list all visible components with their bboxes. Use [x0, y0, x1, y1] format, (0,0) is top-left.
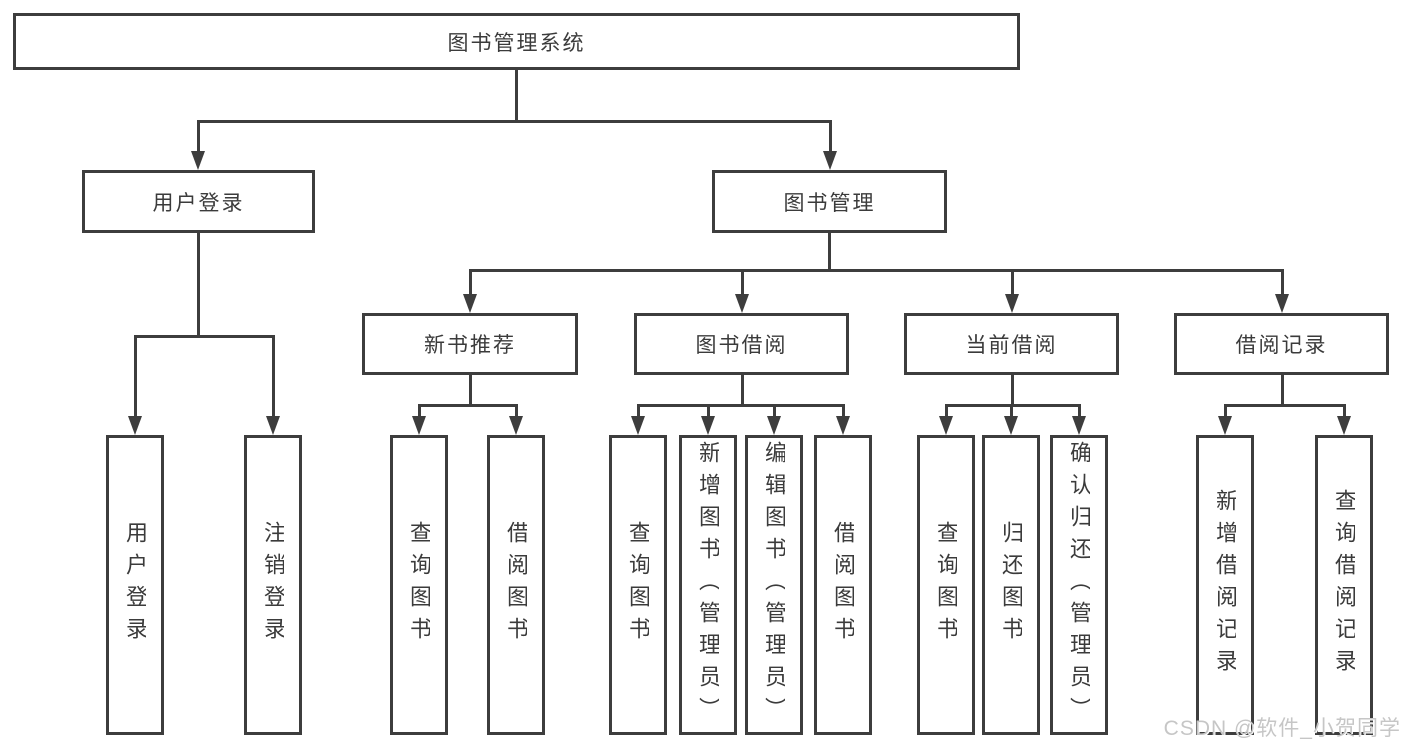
node-user-login-group: 用户登录	[82, 170, 315, 233]
node-label-leaf-return-books: 归还图书	[1000, 521, 1022, 649]
node-label-leaf-add-borrow-record: 新增借阅记录	[1214, 489, 1236, 681]
arrow-down-icon	[823, 151, 837, 170]
arrow-down-icon	[1005, 294, 1019, 313]
connector-rail	[637, 404, 845, 407]
connector-stem	[773, 407, 776, 418]
arrow-down-icon	[509, 416, 523, 435]
csdn-watermark: CSDN @软件_小贺同学	[1163, 717, 1401, 740]
arrow-down-icon	[735, 294, 749, 313]
connector-stem	[418, 407, 421, 418]
connector-stem	[707, 407, 710, 418]
node-leaf-confirm-return-admin: 确认归还（管理员）	[1050, 435, 1108, 735]
connector-stem	[1078, 407, 1081, 418]
connector-rail	[945, 404, 1081, 407]
node-label-book-borrowing: 图书借阅	[695, 334, 788, 357]
connector-rail	[134, 335, 275, 338]
node-label-user-login-group: 用户登录	[152, 191, 245, 215]
arrow-down-icon	[412, 416, 426, 435]
node-leaf-edit-books-admin: 编辑图书（管理员）	[745, 435, 803, 735]
connector-stem	[515, 407, 518, 418]
connector-rail	[469, 269, 1284, 272]
node-label-leaf-query-books-3: 查询图书	[935, 521, 957, 649]
arrow-down-icon	[128, 416, 142, 435]
arrow-down-icon	[1337, 416, 1351, 435]
connector-trunk	[515, 70, 518, 123]
node-leaf-borrow-books-2: 借阅图书	[814, 435, 872, 735]
node-leaf-logout: 注销登录	[244, 435, 302, 735]
connector-stem	[469, 272, 472, 296]
connector-stem	[945, 407, 948, 418]
connector-stem	[637, 407, 640, 418]
connector-stem	[197, 123, 200, 153]
node-label-leaf-query-borrow-record: 查询借阅记录	[1333, 489, 1355, 681]
connector-trunk	[197, 233, 200, 338]
connector-rail	[418, 404, 518, 407]
node-leaf-query-books-3: 查询图书	[917, 435, 975, 735]
node-label-leaf-borrow-books-1: 借阅图书	[505, 521, 527, 649]
node-book-borrowing: 图书借阅	[634, 313, 849, 375]
node-label-leaf-edit-books-admin: 编辑图书（管理员）	[763, 441, 785, 729]
arrow-down-icon	[701, 416, 715, 435]
node-label-leaf-query-books-1: 查询图书	[408, 521, 430, 649]
connector-stem	[272, 338, 275, 418]
connector-stem	[829, 123, 832, 153]
node-label-new-book-recommend: 新书推荐	[424, 334, 516, 357]
arrow-down-icon	[1004, 416, 1018, 435]
connector-stem	[1011, 272, 1014, 296]
connector-stem	[1281, 272, 1284, 296]
node-label-borrowing-records: 借阅记录	[1235, 334, 1328, 357]
arrow-down-icon	[767, 416, 781, 435]
connector-stem	[1224, 407, 1227, 418]
node-label-current-borrowing: 当前借阅	[965, 334, 1058, 357]
arrow-down-icon	[463, 294, 477, 313]
arrow-down-icon	[1072, 416, 1086, 435]
arrow-down-icon	[1218, 416, 1232, 435]
node-leaf-query-books-1: 查询图书	[390, 435, 448, 735]
connector-stem	[1010, 407, 1013, 418]
node-leaf-add-borrow-record: 新增借阅记录	[1196, 435, 1254, 735]
node-label-book-management: 图书管理	[783, 191, 876, 215]
arrow-down-icon	[191, 151, 205, 170]
node-borrowing-records: 借阅记录	[1174, 313, 1389, 375]
node-new-book-recommend: 新书推荐	[362, 313, 578, 375]
node-label-leaf-borrow-books-2: 借阅图书	[832, 521, 854, 649]
node-leaf-query-borrow-record: 查询借阅记录	[1315, 435, 1373, 735]
connector-stem	[741, 272, 744, 296]
connector-stem	[1343, 407, 1346, 418]
connector-trunk	[1011, 375, 1014, 407]
connector-rail	[1224, 404, 1346, 407]
connector-trunk	[828, 233, 831, 272]
node-label-leaf-confirm-return-admin: 确认归还（管理员）	[1068, 441, 1090, 729]
connector-stem	[842, 407, 845, 418]
node-label-leaf-logout: 注销登录	[262, 521, 284, 649]
connector-trunk	[1281, 375, 1284, 407]
arrow-down-icon	[1275, 294, 1289, 313]
arrow-down-icon	[836, 416, 850, 435]
node-leaf-user-login: 用户登录	[106, 435, 164, 735]
node-label-root: 图书管理系统	[447, 31, 586, 55]
connector-trunk	[741, 375, 744, 407]
node-root: 图书管理系统	[13, 13, 1020, 70]
node-leaf-borrow-books-1: 借阅图书	[487, 435, 545, 735]
connector-trunk	[469, 375, 472, 407]
connector-stem	[134, 338, 137, 418]
node-label-leaf-add-books-admin: 新增图书（管理员）	[697, 441, 719, 729]
node-book-management: 图书管理	[712, 170, 947, 233]
node-leaf-return-books: 归还图书	[982, 435, 1040, 735]
node-current-borrowing: 当前借阅	[904, 313, 1119, 375]
node-leaf-add-books-admin: 新增图书（管理员）	[679, 435, 737, 735]
node-label-leaf-query-books-2: 查询图书	[627, 521, 649, 649]
arrow-down-icon	[631, 416, 645, 435]
arrow-down-icon	[266, 416, 280, 435]
arrow-down-icon	[939, 416, 953, 435]
connector-rail	[197, 120, 832, 123]
node-leaf-query-books-2: 查询图书	[609, 435, 667, 735]
node-label-leaf-user-login: 用户登录	[124, 521, 146, 649]
